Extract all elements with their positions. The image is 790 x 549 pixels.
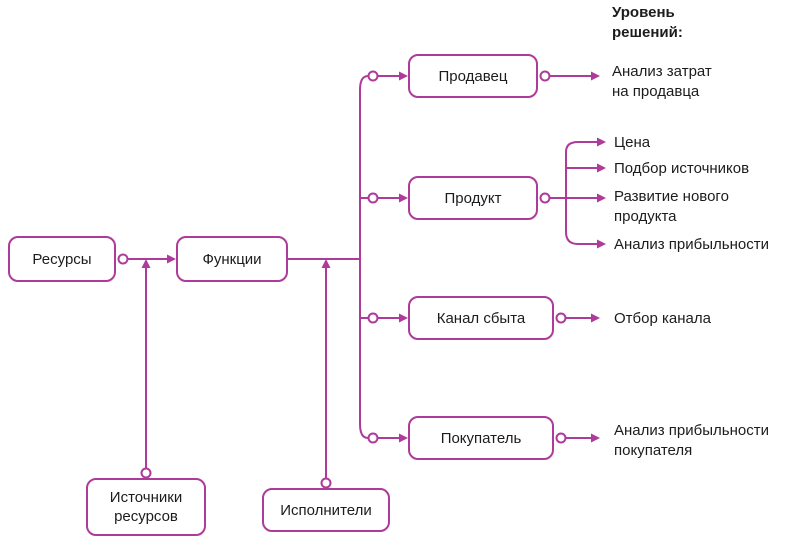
port-buyer-out (555, 432, 567, 444)
port-channel-out (555, 312, 567, 324)
node-resource-sources: Источники ресурсов (86, 478, 206, 536)
port-executors-out (320, 477, 332, 489)
arrowhead-into-channel (399, 313, 408, 323)
port-branch-seller (367, 70, 379, 82)
arrowhead-sources-up (141, 259, 151, 268)
label-buyer-profitability: Анализ прибыльности покупателя (614, 422, 769, 459)
bracket-main (359, 75, 369, 439)
port-branch-channel (367, 312, 379, 324)
decision-level-heading: Уровень решений: (612, 4, 683, 41)
arrowhead-executors-up (321, 259, 331, 268)
bracket-product (565, 141, 579, 245)
node-resources: Ресурсы (8, 236, 116, 282)
label-source-selection: Подбор источников (614, 160, 750, 177)
label-new-product-development: Развитие нового продукта (614, 188, 729, 225)
node-seller: Продавец (408, 54, 538, 98)
arrowhead-profitability (597, 239, 606, 249)
node-buyer: Покупатель (408, 416, 554, 460)
port-sources-out (140, 467, 152, 479)
node-executors: Исполнители (262, 488, 390, 532)
port-seller-out (539, 70, 551, 82)
arrowhead-into-product (399, 193, 408, 203)
arrowhead-buyer-label (591, 433, 600, 443)
node-product: Продукт (408, 176, 538, 220)
arrowhead-source-selection (597, 163, 606, 173)
arrowhead-new-product (597, 193, 606, 203)
arrowhead-into-seller (399, 71, 408, 81)
port-product-out (539, 192, 551, 204)
label-seller-cost-analysis: Анализ затрат на продавца (612, 63, 712, 100)
label-profitability-analysis: Анализ прибыльности (614, 236, 769, 253)
node-channel: Канал сбыта (408, 296, 554, 340)
arrowhead-into-functions (167, 254, 176, 264)
arrowhead-into-buyer (399, 433, 408, 443)
label-price: Цена (614, 134, 651, 151)
arrowhead-channel-label (591, 313, 600, 323)
port-branch-buyer (367, 432, 379, 444)
label-channel-selection: Отбор канала (614, 310, 711, 327)
port-resources-out (117, 253, 129, 265)
arrowhead-seller-label (591, 71, 600, 81)
arrowhead-price (597, 137, 606, 147)
port-branch-product (367, 192, 379, 204)
node-functions: Функции (176, 236, 288, 282)
